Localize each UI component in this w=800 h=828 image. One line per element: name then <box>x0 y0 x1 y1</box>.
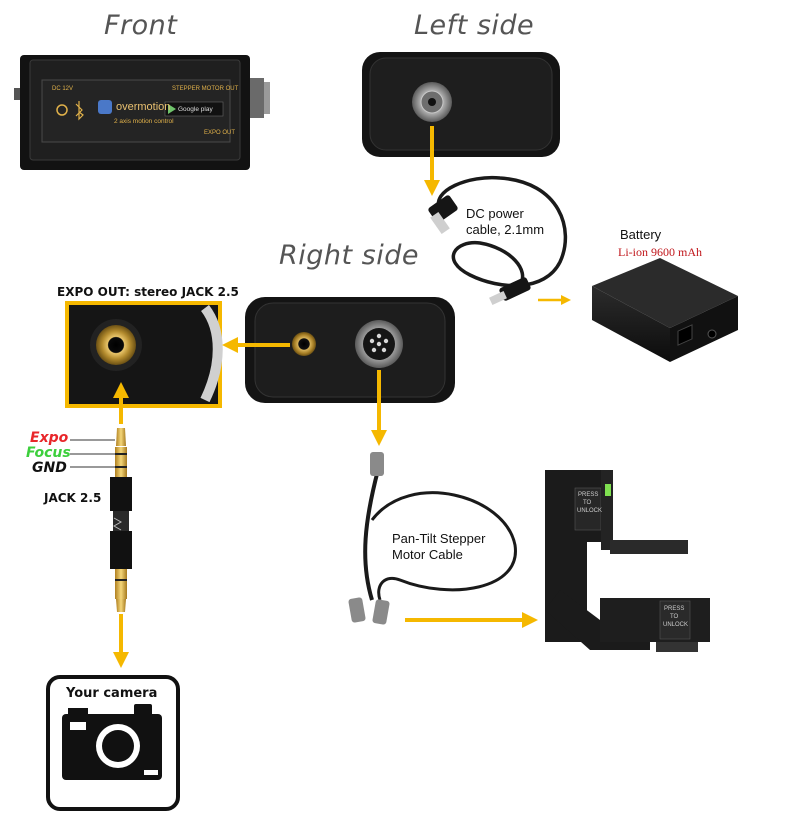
lock-label-1b: TO <box>583 500 592 506</box>
expo-out-label: EXPO OUT: stereo JACK 2.5 <box>57 285 239 299</box>
lock-label-2c: UNLOCK <box>663 622 689 628</box>
lock-label-2a: PRESS <box>664 606 685 612</box>
front-device <box>14 55 270 170</box>
front-stepper-label: STEPPER MOTOR OUT <box>172 86 239 92</box>
front-brand: overmotion <box>116 101 171 113</box>
battery-title: Battery <box>620 227 662 242</box>
pin-focus: Focus <box>26 445 71 461</box>
front-expo-label: EXPO OUT <box>204 130 236 136</box>
dc-cable-label-1: DC power <box>466 206 524 221</box>
camera-label: Your camera <box>66 686 158 701</box>
pan-tilt-head <box>545 470 710 652</box>
dc-power-cable <box>428 175 568 306</box>
pan-tilt-label-2: Motor Cable <box>392 547 463 562</box>
battery-spec: Li-ion 9600 mAh <box>618 245 702 259</box>
heading-front: Front <box>104 10 178 41</box>
pin-expo: Expo <box>30 430 69 446</box>
jack-plug <box>70 428 132 612</box>
camera-icon-box <box>46 675 180 811</box>
camera-icon <box>62 704 162 780</box>
pan-tilt-cable <box>348 452 517 625</box>
dc-cable-label-2: cable, 2.1mm <box>466 222 545 237</box>
lock-label-1c: UNLOCK <box>577 508 603 514</box>
power-icon <box>56 104 68 116</box>
expo-out-zoom-box <box>65 301 223 408</box>
google-play-badge <box>164 101 224 117</box>
app-icon <box>98 100 112 114</box>
lock-label-2b: TO <box>670 614 679 620</box>
jack-label: JACK 2.5 <box>44 491 102 505</box>
battery-image <box>592 258 738 362</box>
right-side-device <box>245 297 455 403</box>
front-store: Google play <box>178 106 213 113</box>
bluetooth-icon <box>75 101 84 121</box>
pan-tilt-label-1: Pan-Tilt Stepper <box>392 531 486 546</box>
heading-right-side: Right side <box>279 240 419 271</box>
front-tagline: 2 axis motion control <box>114 118 174 125</box>
left-side-device <box>362 52 560 157</box>
lock-label-1a: PRESS <box>578 492 599 498</box>
front-dc-label: DC 12V <box>52 86 74 92</box>
arrows <box>113 126 571 668</box>
expo-jack-socket <box>292 332 316 356</box>
pin-gnd: GND <box>32 460 67 476</box>
heading-left-side: Left side <box>414 10 535 41</box>
